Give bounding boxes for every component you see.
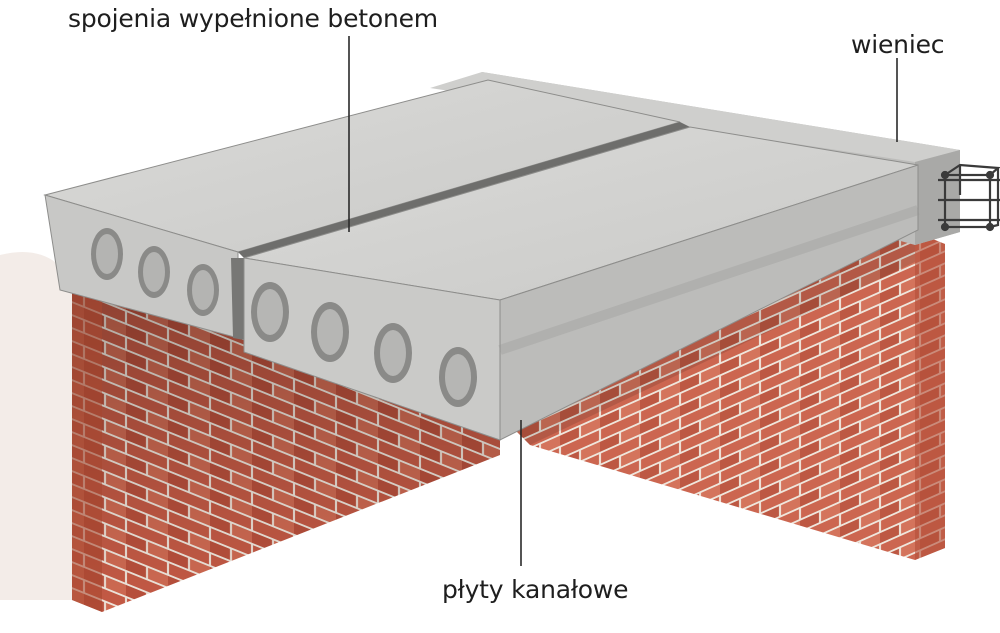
left-brick-wall <box>72 280 500 612</box>
hollow-core-slab-back <box>43 79 681 339</box>
grouted-joint-end <box>231 258 244 340</box>
label-ring-beam: wieniec <box>851 30 945 59</box>
background-wash <box>0 252 80 600</box>
rebar-cage <box>938 163 1000 232</box>
right-brick-wall <box>510 232 945 560</box>
leader-lines <box>348 36 898 566</box>
grouted-joint <box>238 122 690 258</box>
hollow-core-slab-front <box>243 126 920 441</box>
label-joints: spojenia wypełnione betonem <box>68 4 438 33</box>
label-hollow-slabs: płyty kanałowe <box>442 575 629 604</box>
